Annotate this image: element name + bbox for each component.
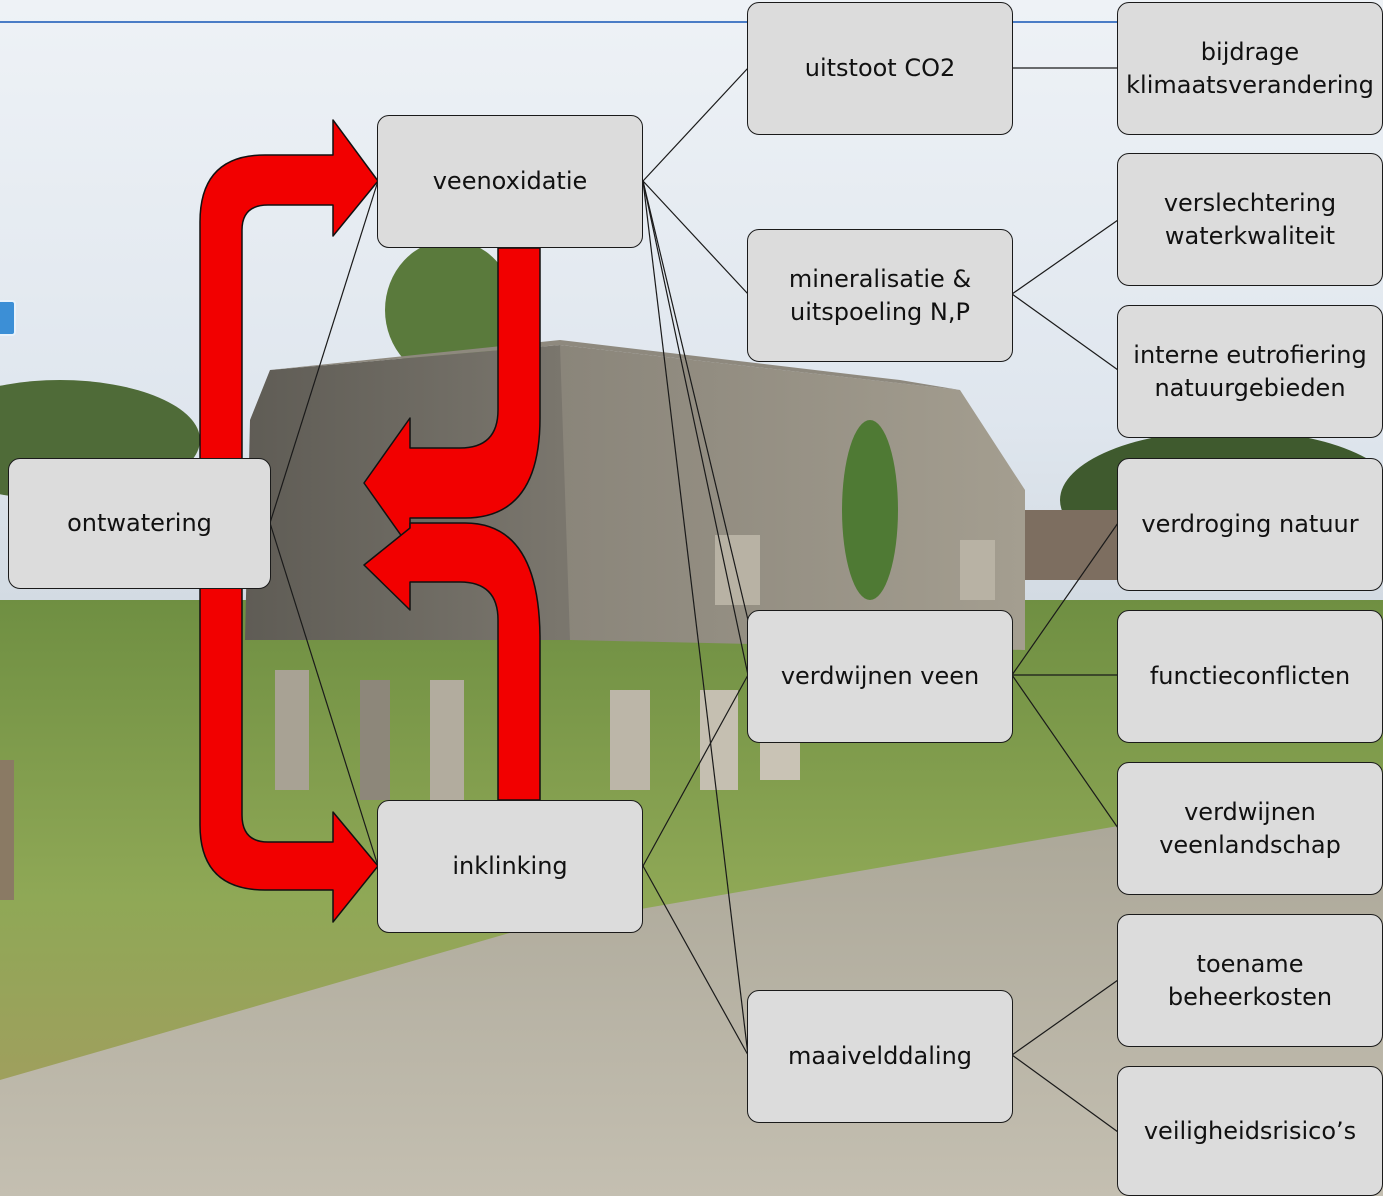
node-mineralisatie: mineralisatie & uitspoeling N,P xyxy=(747,229,1013,362)
arrow-veenoxidatie-to-inklinking xyxy=(363,247,541,549)
node-inklinking: inklinking xyxy=(377,800,643,933)
app-icon xyxy=(0,300,16,336)
top-rule xyxy=(0,21,1383,23)
node-veenoxidatie: veenoxidatie xyxy=(377,115,643,248)
node-verdwijnen-veenlandschap: verdwijnen veenlandschap xyxy=(1117,762,1383,895)
node-bijdrage-klimaat: bijdrage klimaatsverandering xyxy=(1117,2,1383,135)
node-veiligheidsrisicos: veiligheidsrisico’s xyxy=(1117,1066,1383,1196)
node-interne-eutrofiering: interne eutrofiering natuurgebieden xyxy=(1117,305,1383,438)
node-verdwijnen-veen: verdwijnen veen xyxy=(747,610,1013,743)
node-verdroging-natuur: verdroging natuur xyxy=(1117,458,1383,591)
node-uitstoot-co2: uitstoot CO2 xyxy=(747,2,1013,135)
node-verslechtering-water: verslechtering waterkwaliteit xyxy=(1117,153,1383,286)
connectors xyxy=(269,67,1119,1133)
node-maaivelddaling: maaivelddaling xyxy=(747,990,1013,1123)
arrow-inklinking-to-veenoxidatie xyxy=(363,522,541,801)
arrow-to-veenoxidatie xyxy=(199,119,379,461)
node-ontwatering: ontwatering xyxy=(8,458,271,589)
node-functieconflicten: functieconflicten xyxy=(1117,610,1383,743)
node-toename-beheerkosten: toename beheerkosten xyxy=(1117,914,1383,1047)
